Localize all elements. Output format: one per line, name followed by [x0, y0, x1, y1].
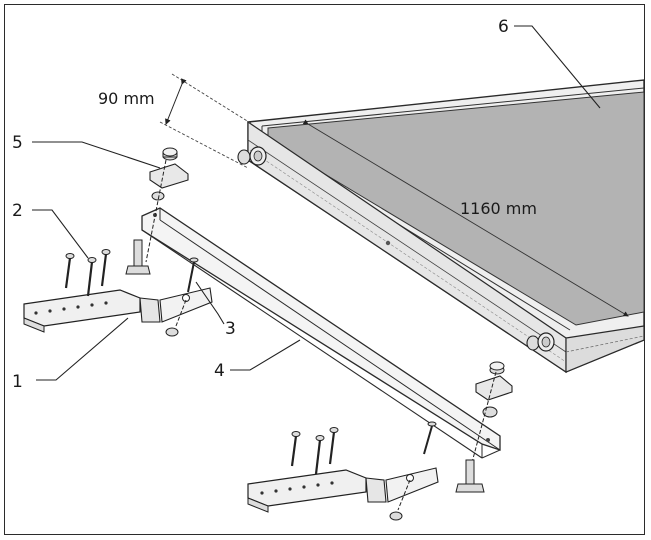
- leader-lines: [32, 25, 601, 381]
- right-pipe-connector: [526, 332, 555, 352]
- left-pin: [187, 257, 199, 293]
- callout-3: 3: [225, 319, 236, 339]
- left-wood-screws: [64, 249, 111, 297]
- callout-2: 2: [12, 201, 23, 221]
- dimension-90mm: 90 mm: [98, 89, 155, 108]
- solar-panel: [237, 79, 645, 374]
- left-clamp: [125, 147, 189, 275]
- mounting-rail: [141, 207, 501, 459]
- left-pipe-connector: [237, 146, 267, 166]
- callout-6: 6: [498, 17, 509, 37]
- callout-5: 5: [12, 133, 23, 153]
- right-roof-hook: [247, 467, 439, 521]
- callout-4: 4: [214, 361, 225, 381]
- left-roof-hook: [23, 287, 213, 337]
- depth-dimension: [159, 73, 253, 169]
- right-wood-screws: [290, 427, 339, 475]
- callout-1: 1: [12, 372, 23, 392]
- right-pin: [423, 421, 437, 455]
- dimension-1160mm: 1160 mm: [460, 199, 537, 218]
- right-clamp: [455, 361, 513, 493]
